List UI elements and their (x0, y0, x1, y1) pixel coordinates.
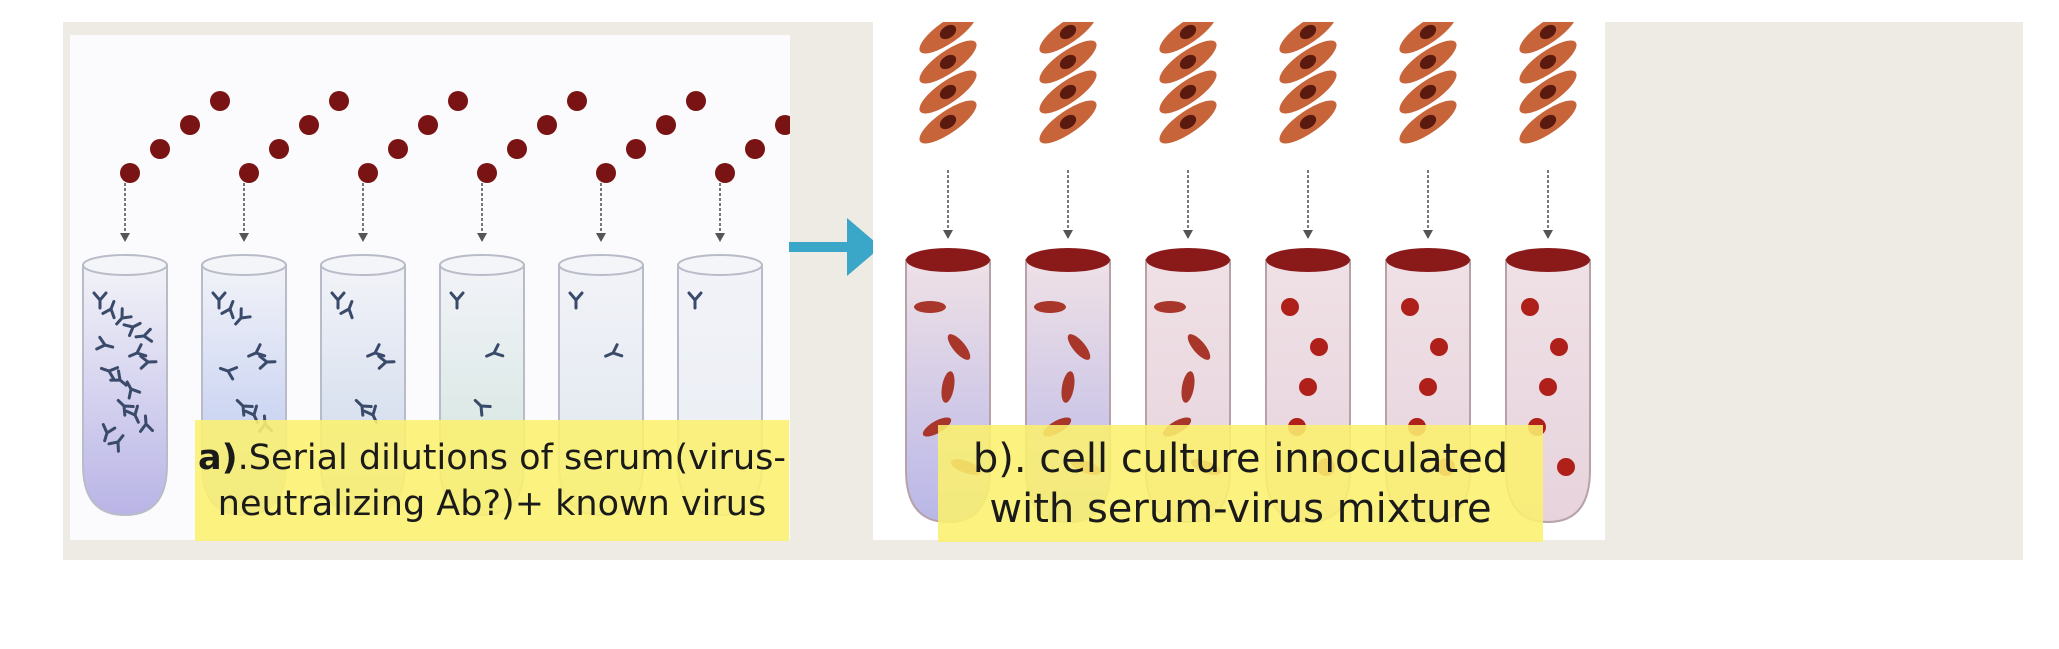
caption-a-line2: neutralizing Ab?)+ known virus (195, 481, 789, 527)
virus-particle-icon (1430, 338, 1448, 356)
caption-a-line1: a).Serial dilutions of serum(virus- (195, 435, 789, 481)
virus-particle-icon (775, 115, 790, 135)
caption-a-label: a) (198, 438, 238, 478)
virus-particle-icon (180, 115, 200, 135)
cell-icon (914, 301, 946, 313)
virus-particle-icon (269, 139, 289, 159)
virus-particle-icon (239, 163, 259, 183)
cell-icon (1034, 301, 1066, 313)
virus-particle-icon (626, 139, 646, 159)
virus-particle-icon (745, 139, 765, 159)
virus-particle-icon (1419, 378, 1437, 396)
virus-particle-icon (656, 115, 676, 135)
virus-particle-icon (1521, 298, 1539, 316)
virus-particle-icon (567, 91, 587, 111)
virus-particle-icon (477, 163, 497, 183)
virus-particle-icon (299, 115, 319, 135)
virus-particle-icon (1401, 298, 1419, 316)
virus-particle-icon (1557, 458, 1575, 476)
cell-icon (1154, 301, 1186, 313)
caption-a-line1-text: .Serial dilutions of serum(virus- (238, 438, 786, 478)
virus-particle-icon (210, 91, 230, 111)
test-tube-icon (83, 255, 167, 515)
caption-b-line1: b). cell culture innoculated (938, 434, 1543, 484)
virus-particle-icon (150, 139, 170, 159)
virus-particle-icon (418, 115, 438, 135)
virus-particle-icon (120, 163, 140, 183)
virus-particle-icon (329, 91, 349, 111)
right-arrow-icon (785, 212, 885, 282)
virus-particle-icon (507, 139, 527, 159)
virus-particle-icon (448, 91, 468, 111)
virus-particle-icon (1550, 338, 1568, 356)
virus-particle-icon (1539, 378, 1557, 396)
caption-b-line2: with serum-virus mixture (938, 484, 1543, 534)
caption-a: a).Serial dilutions of serum(virus- neut… (195, 420, 789, 541)
virus-particle-icon (686, 91, 706, 111)
virus-particle-icon (1299, 378, 1317, 396)
virus-particle-icon (1310, 338, 1328, 356)
caption-b: b). cell culture innoculated with serum-… (938, 425, 1543, 542)
virus-particle-icon (596, 163, 616, 183)
virus-particle-icon (358, 163, 378, 183)
virus-particle-icon (388, 139, 408, 159)
virus-particle-icon (537, 115, 557, 135)
virus-particle-icon (1281, 298, 1299, 316)
virus-particle-icon (715, 163, 735, 183)
